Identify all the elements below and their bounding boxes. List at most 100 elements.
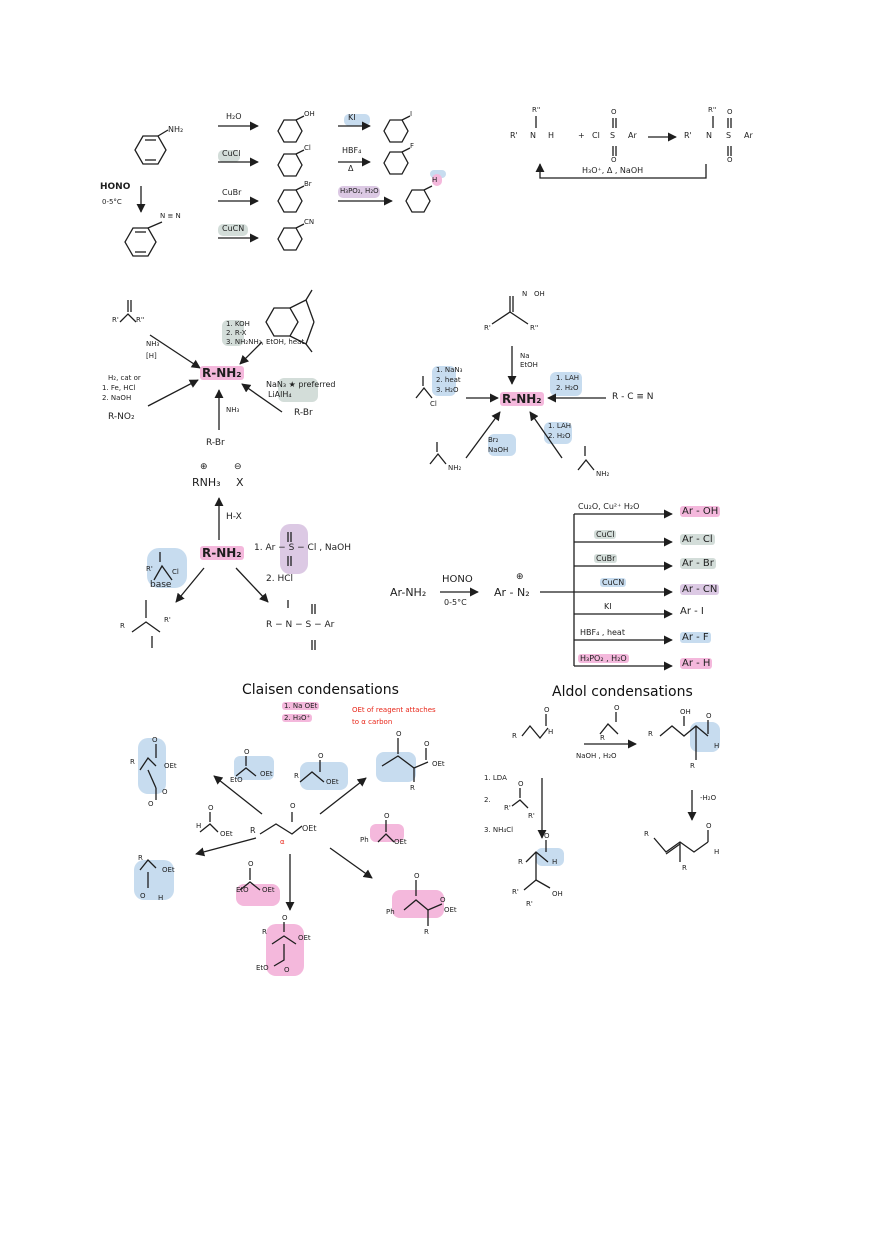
claisen-center-r: R: [250, 826, 256, 835]
oxime-n: N: [522, 290, 528, 298]
p5-o: O: [414, 872, 420, 880]
p3-h: H: [158, 894, 164, 902]
product-o-bottom: O: [727, 156, 733, 164]
enal-h: H: [714, 848, 720, 856]
p2-o2: O: [424, 740, 430, 748]
nitro-compound: R-NO₂: [108, 412, 135, 422]
lda-prod-h: H: [552, 858, 558, 866]
sulfonyl-s: S: [610, 131, 616, 140]
reduction-etoh: EtOH: [520, 361, 538, 369]
aldol-reagent-o: O: [614, 704, 620, 712]
acyl-cl: Cl: [172, 568, 179, 576]
acyl-chloride-cl: Cl: [430, 400, 437, 408]
row-1-reagent: CuCl: [594, 530, 617, 539]
reagent-hbf4: HBF₄: [342, 146, 362, 155]
claisen-step1: 1. Na OEt: [282, 702, 320, 710]
reagent1-oet: OEt: [260, 770, 273, 778]
anion-minus: ⊖: [234, 462, 242, 472]
reagent-heat: Δ: [348, 164, 354, 173]
aldol-start-r: R: [512, 732, 517, 740]
lda-ketone-r2: R': [528, 812, 535, 820]
p1-r: R: [130, 758, 135, 766]
enal-r: R: [644, 830, 649, 838]
halide-anion: X: [236, 476, 244, 489]
reagent4-oet: OEt: [394, 838, 407, 846]
product-o-top: O: [727, 108, 733, 116]
oxime-r2: R'': [530, 324, 539, 332]
lda-ketone-r1: R': [504, 804, 511, 812]
aldol-prod-h: H: [714, 742, 720, 750]
row-0-product: Ar - OH: [680, 506, 721, 517]
lda-step3: 3. NH₄Cl: [484, 826, 514, 834]
base-label: base: [150, 580, 172, 590]
ammonium-plus: ⊕: [200, 462, 208, 472]
p1-o3: O: [148, 800, 154, 808]
gabriel-step3: 3. NH₂NH₂, EtOH, heat: [226, 338, 305, 346]
aldol-dehydration: -H₂O: [700, 794, 717, 802]
nitro-reduction-2: 1. Fe, HCl: [102, 384, 136, 392]
reagent-cubr: CuBr: [222, 188, 242, 197]
amine-center: R-NH₂: [200, 546, 244, 560]
row-3-reagent: CuCN: [600, 578, 627, 587]
amine-r1: R': [510, 131, 518, 140]
p4-oet: OEt: [298, 934, 311, 942]
amine-product-right: R-NH₂: [500, 392, 544, 406]
diazonium-salt: Ar - N₂: [494, 586, 530, 599]
alkyl-bromide-bottom: R-Br: [206, 438, 225, 448]
reagent-h3po2: H₃PO₂, H₂O: [340, 187, 379, 195]
amide-reduction-2: 2. H₂O: [548, 432, 571, 440]
amide-r1: R': [164, 616, 171, 624]
reagent-ki: KI: [348, 113, 356, 122]
amine-n: N: [530, 131, 536, 140]
claisen-step2: 2. H₃O⁺: [282, 714, 313, 722]
row-6-reagent: H₃PO₂ , H₂O: [578, 654, 629, 663]
amide-reduction-1: 1. LAH: [548, 422, 572, 430]
hono-label: HONO: [100, 182, 131, 192]
curtius-3: 3. H₂O: [436, 386, 459, 394]
aldol-title: Aldol condensations: [552, 684, 693, 700]
sulfonyl-step2: 2. HCl: [266, 574, 293, 584]
plus-sign: +: [578, 131, 585, 140]
enal-r2: R: [682, 864, 687, 872]
azide-route-1: NaN₃ ★ preferred: [266, 380, 336, 389]
nitro-reduction-1: H₂, cat or: [108, 374, 141, 382]
diazotization-hono: HONO: [442, 574, 473, 585]
aniline-nh2: NH₂: [168, 125, 184, 134]
claisen-center-oet: OEt: [302, 824, 317, 833]
sulfonyl-o-top: O: [611, 108, 617, 116]
arylamine: Ar-NH₂: [390, 586, 427, 599]
sulfonyl-step1: 1. Ar − S − Cl , NaOH: [254, 543, 352, 553]
diazonium-n: N ≡ N: [160, 212, 181, 220]
amine-product-left: R-NH₂: [200, 366, 244, 380]
aldol-prod-r2: R: [690, 762, 695, 770]
oxime-r1: R': [484, 324, 491, 332]
sulfonyl-cl: Cl: [592, 131, 600, 140]
alkyl-bromide-right: R-Br: [294, 408, 313, 418]
gabriel-step1: 1. KOH: [226, 320, 250, 328]
row-5-reagent: HBF₄ , heat: [580, 628, 625, 637]
ketone-r2: R'': [136, 316, 145, 324]
reagent5-o: O: [248, 860, 254, 868]
row-2-reagent: CuBr: [594, 554, 618, 563]
reagent5-oet: OEt: [262, 886, 275, 894]
ammonia-label: NH₃: [226, 406, 240, 414]
reduction-na: Na: [520, 352, 530, 360]
reagent5-eto: EtO: [236, 886, 249, 894]
p4-o: O: [282, 914, 288, 922]
product-cn: CN: [304, 218, 315, 226]
reagent2-r: R: [294, 772, 299, 780]
amine-h: H: [548, 131, 555, 140]
alpha-carbon: α: [280, 838, 285, 846]
p3-o: O: [140, 892, 146, 900]
row-1-product: Ar - Cl: [680, 534, 715, 545]
product-oh: OH: [304, 110, 315, 118]
row-3-product: Ar - CN: [680, 584, 720, 595]
aldol-start-o: O: [544, 706, 550, 714]
aldol-prod-oh: OH: [680, 708, 691, 716]
claisen-note-2: to α carbon: [352, 718, 393, 726]
p2-r: R: [410, 784, 415, 792]
hofmann-br2: Br₂: [488, 436, 499, 444]
diazotization-temp: 0-5°C: [444, 598, 467, 607]
aldol-start-h: H: [548, 728, 554, 736]
hx-reagent: H-X: [226, 512, 242, 522]
